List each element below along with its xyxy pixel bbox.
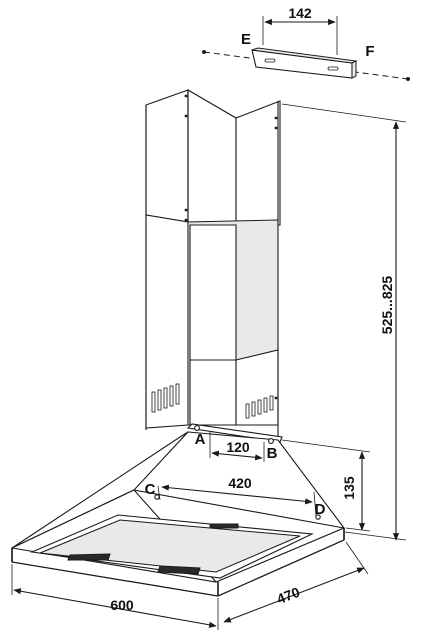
ab-dimension <box>209 432 265 462</box>
point-b-label: B <box>267 445 278 462</box>
point-a-label: A <box>195 431 206 448</box>
vent-slots-left <box>151 383 180 413</box>
point-c-label: C <box>145 481 156 498</box>
chimney-height-dimension <box>281 103 407 541</box>
point-f-label: F <box>365 43 374 60</box>
depth-dimension <box>223 541 369 623</box>
hole-spacing-ab-label: 120 <box>226 439 250 455</box>
cd-dimension <box>157 484 317 517</box>
hood-height-dimension <box>281 439 371 532</box>
wall-bracket <box>202 16 410 81</box>
hood <box>11 423 346 597</box>
bracket-width-label: 142 <box>288 5 312 21</box>
point-e-label: E <box>241 31 251 48</box>
point-d-label: D <box>315 501 326 518</box>
mounting-holes <box>154 425 321 520</box>
depth-label: 470 <box>274 584 302 607</box>
width-label: 600 <box>110 597 134 613</box>
chimney <box>145 89 281 440</box>
hole-spacing-cd-label: 420 <box>228 475 252 491</box>
hood-height-label: 135 <box>341 476 357 500</box>
vent-slots-right <box>245 395 274 419</box>
width-dimension <box>11 564 219 630</box>
chimney-height-label: 525...825 <box>379 276 395 335</box>
